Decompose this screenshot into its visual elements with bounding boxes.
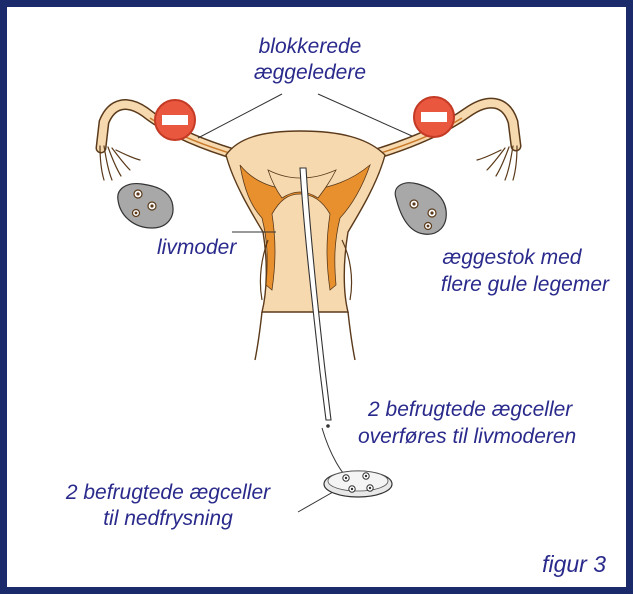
no-entry-icon-left: [155, 100, 195, 140]
label-blocked-tubes-1: blokkerede: [210, 34, 410, 60]
label-freeze-2: til nedfrysning: [22, 506, 314, 532]
ovary-icon-right: [395, 183, 446, 234]
ovary-icon-left: [118, 184, 173, 228]
label-transfer-2: overføres til livmoderen: [358, 424, 576, 450]
label-blocked-tubes-2: æggeledere: [210, 60, 410, 86]
label-freeze-1: 2 befrugtede ægceller: [22, 480, 314, 506]
figure-caption: figur 3: [440, 551, 606, 577]
uterus: [226, 131, 385, 360]
no-entry-icon-right: [414, 97, 454, 137]
label-transfer-1: 2 befrugtede ægceller: [368, 397, 572, 423]
label-uterus: livmoder: [157, 235, 236, 261]
petri-dish-icon: [324, 471, 392, 497]
label-ovary-2: flere gule legemer: [380, 272, 609, 298]
label-ovary-1: æggestok med: [400, 245, 624, 271]
